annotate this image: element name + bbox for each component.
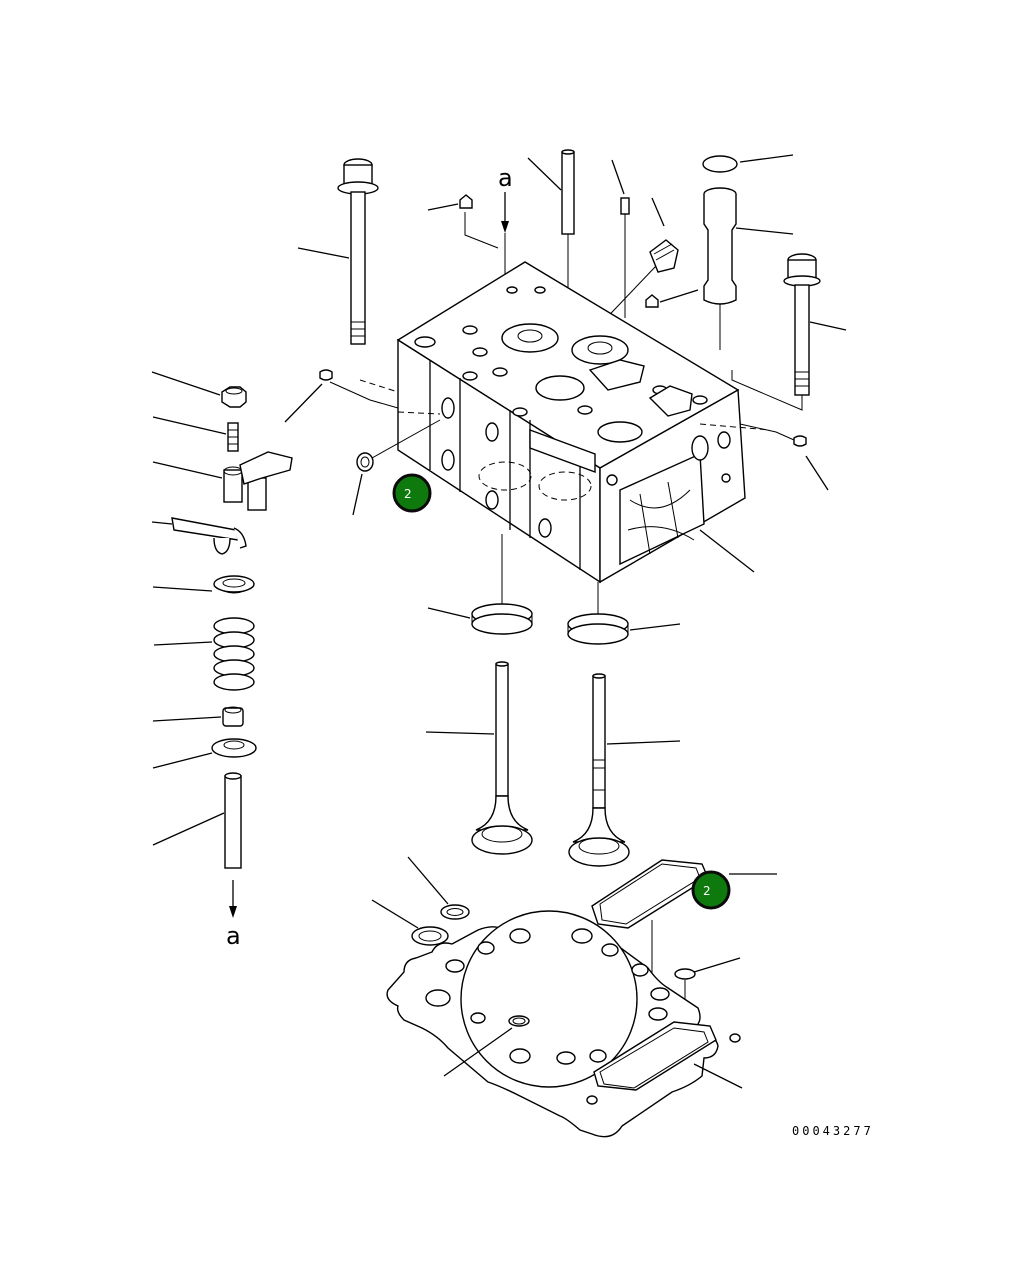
valve-spring bbox=[153, 617, 255, 691]
dowel-pin-small bbox=[611, 159, 630, 318]
adjusting-screw bbox=[152, 416, 239, 452]
gaskets bbox=[371, 856, 743, 1138]
callout-label: 2 bbox=[404, 487, 412, 501]
exhaust-valve bbox=[568, 673, 681, 867]
valves bbox=[425, 661, 681, 867]
threaded-plug bbox=[594, 197, 679, 331]
rocker-arm bbox=[152, 451, 293, 511]
top-parts: a bbox=[297, 149, 847, 411]
small-plug-top bbox=[427, 194, 499, 249]
head-bolt-right bbox=[731, 253, 847, 411]
spring-seat bbox=[152, 738, 257, 769]
valve-stem-seal bbox=[152, 706, 244, 727]
callout-label: 2 bbox=[703, 884, 711, 898]
valve-bridge-clip bbox=[151, 517, 247, 555]
intake-valve bbox=[425, 661, 533, 855]
callout-badge-gasket[interactable]: 2 bbox=[691, 870, 777, 910]
injector-sleeve-pin bbox=[527, 149, 575, 320]
cylinder-head bbox=[359, 261, 771, 584]
flow-marker-bottom: a bbox=[226, 922, 241, 950]
adjusting-nut bbox=[151, 371, 247, 408]
valve-seat-inserts bbox=[427, 534, 681, 645]
drawing-number: 00043277 bbox=[792, 1124, 874, 1138]
head-bolt-left bbox=[297, 158, 379, 345]
expansion-cap bbox=[702, 154, 794, 173]
flow-marker-top: a bbox=[498, 164, 513, 192]
small-fitting bbox=[645, 289, 699, 308]
valve-guide: a bbox=[152, 772, 242, 950]
spring-retainer bbox=[152, 575, 255, 594]
coolant-tube bbox=[703, 187, 794, 350]
side-plugs bbox=[284, 369, 829, 516]
callout-badge-head[interactable]: 2 bbox=[392, 473, 432, 513]
left-parts-column: a bbox=[151, 371, 293, 950]
